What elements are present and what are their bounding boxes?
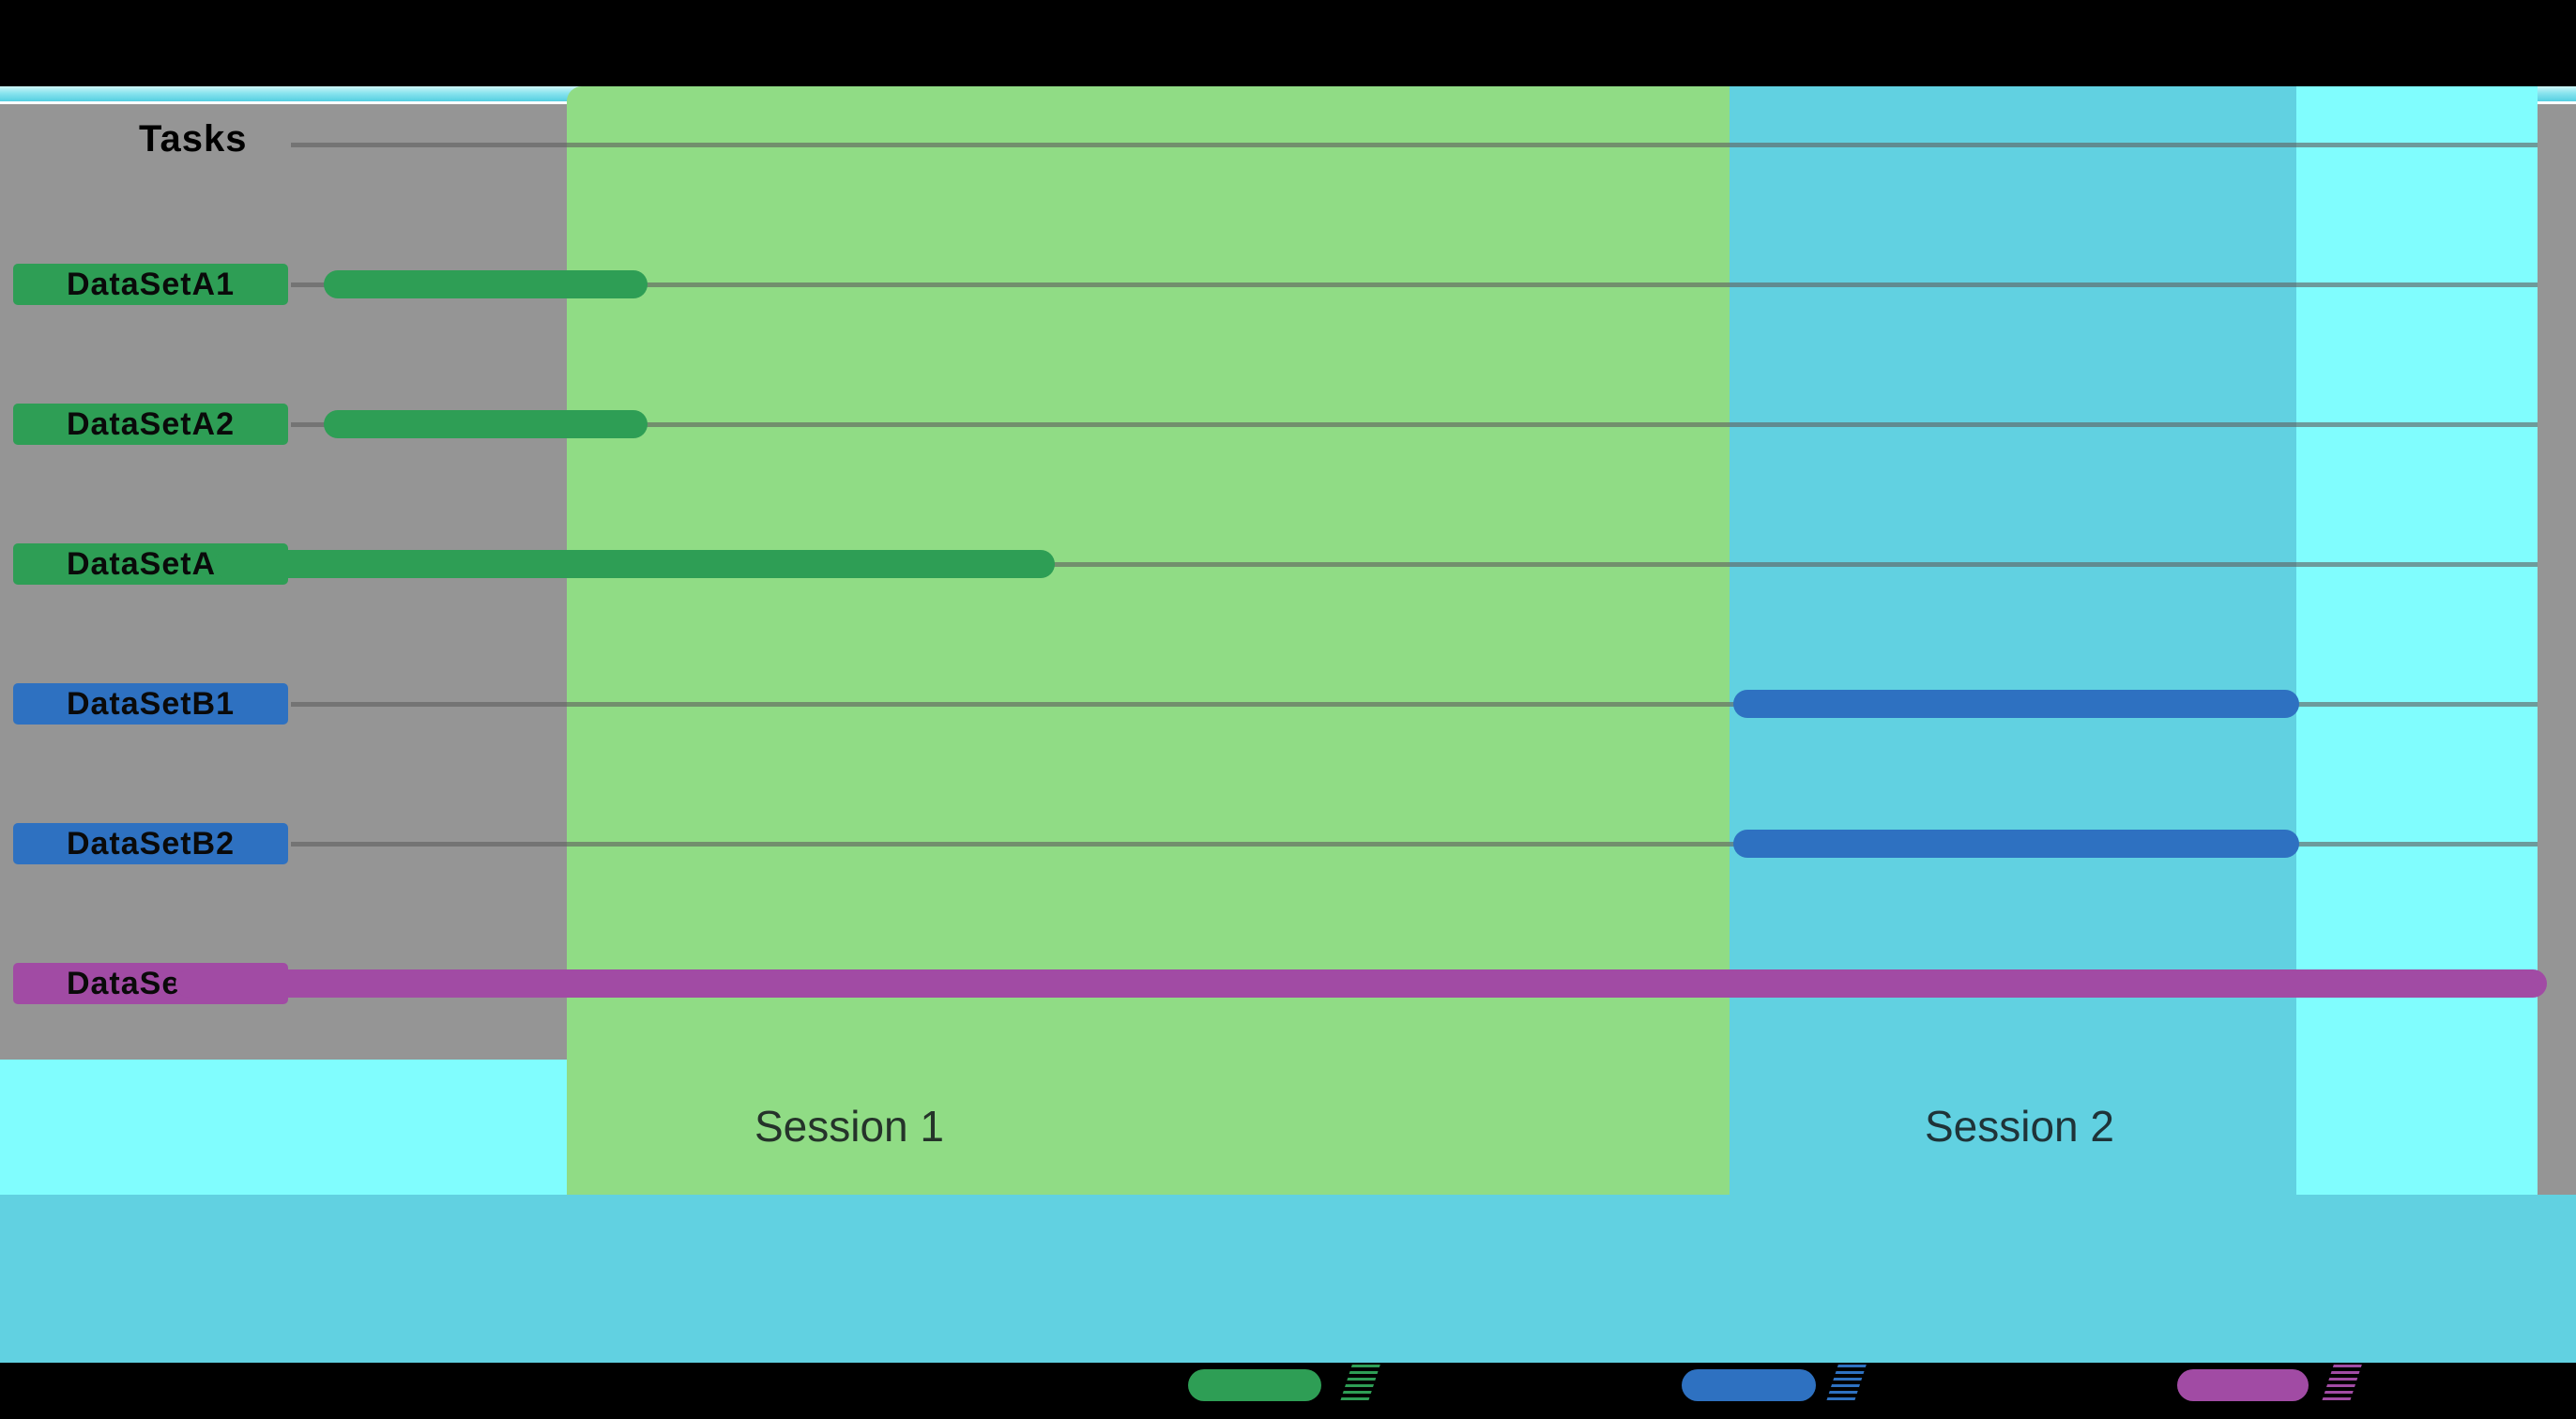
row-label-text: DataSetA3 (66, 545, 236, 582)
task-bar-dataseta2 (324, 410, 648, 438)
legend-slash-mark-0 (1339, 1365, 1380, 1404)
row-gridline (291, 282, 2538, 287)
session2-panel (1730, 86, 2296, 1195)
row-gridline (291, 562, 2538, 567)
left-bottom-strip (0, 1060, 567, 1195)
row-label-text: DataSetA2 (66, 405, 236, 442)
bottom-cyan-band (0, 1195, 2576, 1363)
task-bar-datasetb2 (1733, 830, 2299, 858)
legend-swatch-2 (2177, 1369, 2309, 1401)
row-gridline (291, 143, 2538, 147)
session1-label: Session 1 (754, 1102, 945, 1151)
session2-label: Session 2 (1924, 1102, 2115, 1151)
row-gridline (291, 842, 2538, 847)
row-label-datasetb1: DataSetB1 (13, 683, 288, 725)
legend-slash-mark-1 (1825, 1365, 1867, 1404)
session1-panel (567, 86, 1730, 1195)
task-bar-datasetb1 (1733, 690, 2299, 718)
legend-swatch-0 (1188, 1369, 1321, 1401)
task-bar-dataseta3 (214, 550, 1055, 578)
legend-swatch-1 (1682, 1369, 1816, 1401)
chart-title: Tasks (139, 118, 248, 160)
row-label-text: DataSetB1 (66, 685, 236, 722)
row-label-text: DataSetB2 (66, 825, 236, 862)
legend-slash-mark-2 (2321, 1365, 2362, 1404)
row-gridline (291, 702, 2538, 707)
row-label-dataseta1: DataSetA1 (13, 264, 288, 305)
task-bar-dataseta1 (324, 270, 648, 298)
row-label-dataseta2: DataSetA2 (13, 404, 288, 445)
post-session-panel (2296, 86, 2538, 1195)
right-gray-column (2538, 104, 2576, 1195)
row-label-text: DataSetA1 (66, 266, 236, 302)
task-bar-datasetc1 (175, 969, 2547, 998)
row-label-datasetb2: DataSetB2 (13, 823, 288, 864)
row-gridline (291, 422, 2538, 427)
